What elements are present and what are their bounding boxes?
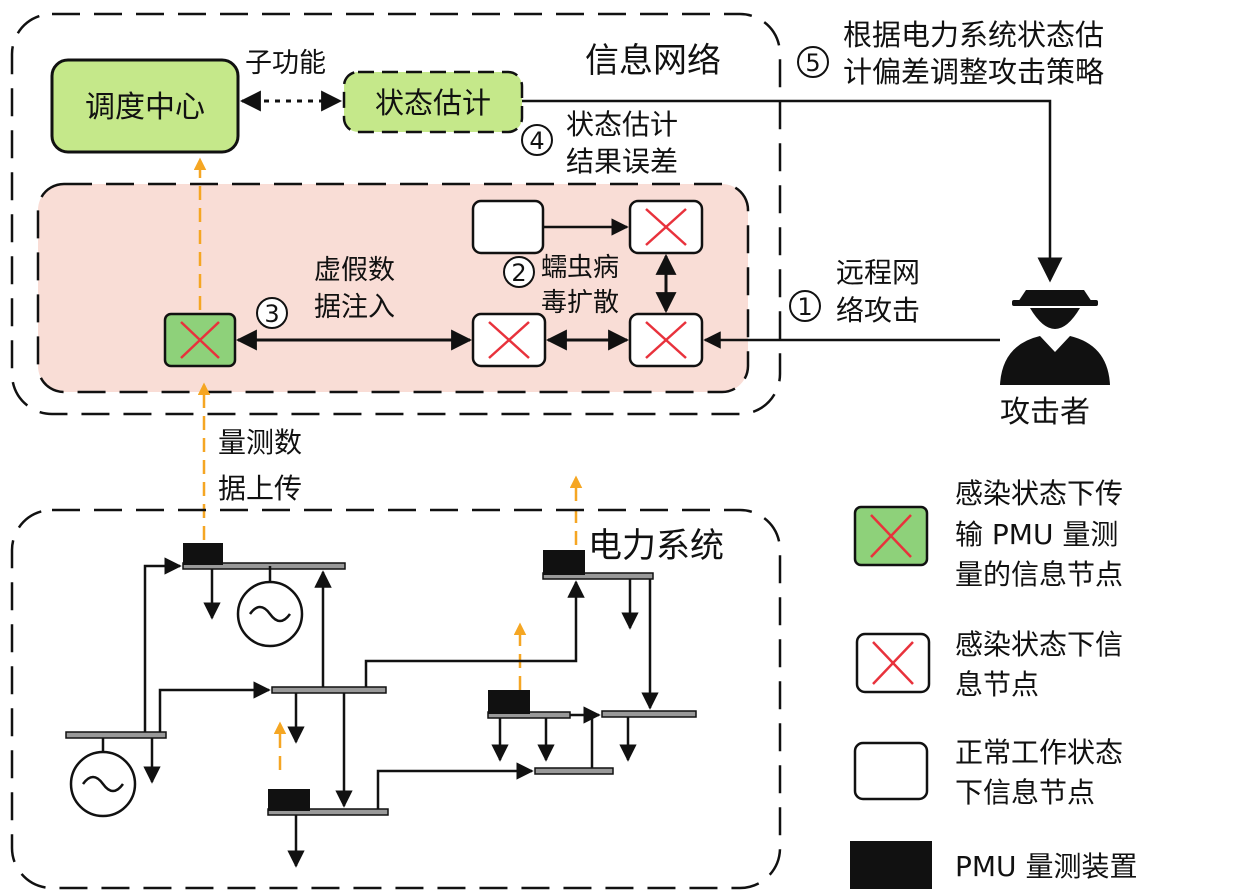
upload-line2: 据上传 [218,472,302,505]
step5-num: 5 [805,49,820,77]
legend-pmu-label: PMU 量测装置 [955,850,1137,883]
pmu-devices [183,543,585,811]
step1-circle [789,290,821,322]
legend-green-infected-swatch [853,505,929,567]
infected-node-right [628,312,704,368]
step4-num: 4 [529,127,544,155]
step2-line2: 毒扩散 [541,288,619,318]
feedback-arrow [522,99,1063,283]
step1-line1: 远程网 [836,256,920,289]
attacker-label: 攻击者 [1000,395,1090,430]
power-system-title: 电力系统 [588,526,724,566]
upload-line1: 量测数 [218,426,302,459]
info-network-title: 信息网络 [585,41,721,81]
legend-normal-swatch [853,741,929,801]
state-estimation-label: 状态估计 [375,86,491,120]
legend-normal-line1: 正常工作状态 [955,736,1123,769]
legend-normal-line2: 下信息节点 [955,776,1095,809]
step4-line2: 结果误差 [566,145,678,178]
power-grid [65,557,697,868]
legend-infected-line2: 息节点 [955,668,1039,701]
step3-line1: 虚假数 [314,255,395,286]
infected-node-middle [471,312,547,368]
legend-pmu-swatch [850,841,932,889]
info-network-region [10,12,782,416]
step1-num: 1 [797,293,812,321]
infected-node-top-right [628,199,704,255]
state-estimation-box [342,70,524,134]
legend-infected-swatch [855,632,931,694]
step3-num: 3 [264,300,279,328]
step5-line1: 根据电力系统状态估 [843,18,1104,52]
attacker-icon [1000,290,1110,385]
dispatch-center-box [50,58,240,154]
step5-line2: 计偏差调整攻击策略 [843,55,1104,89]
legend-green-line1: 感染状态下传 [955,477,1123,510]
dispatch-center-label: 调度中心 [85,90,205,125]
step2-line1: 蠕虫病 [541,253,619,283]
step4-line1: 状态估计 [566,108,678,141]
normal-node [471,199,545,255]
step3-line2: 据注入 [314,292,395,323]
step5-circle [797,46,829,78]
legend-infected-line1: 感染状态下信 [955,628,1123,661]
step1-line2: 络攻击 [836,294,920,327]
power-system-region [10,508,782,890]
subfunction-label: 子功能 [245,48,326,79]
legend-green-line3: 量的信息节点 [955,558,1123,591]
legend-green-line2: 输 PMU 量测 [955,518,1118,551]
step3-circle [256,297,288,329]
step2-num: 2 [511,259,526,287]
step4-circle [521,124,553,156]
infected-pmu-node [163,312,237,368]
step2-circle [503,256,535,288]
